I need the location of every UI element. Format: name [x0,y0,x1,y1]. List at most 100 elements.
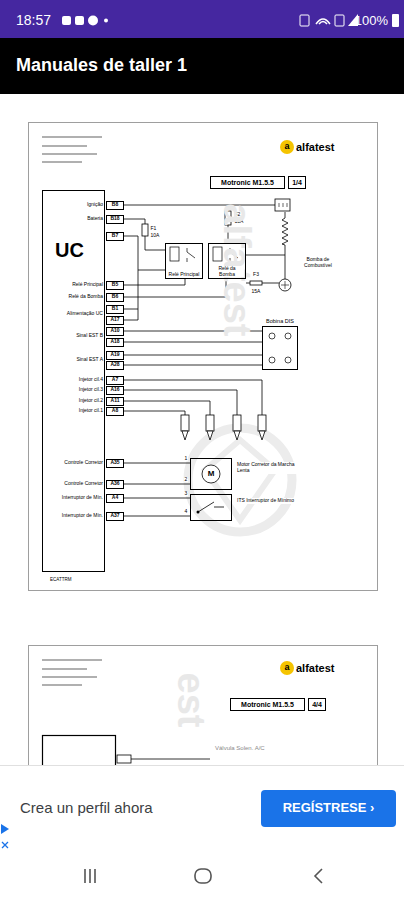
node-text: A28 [110,362,119,368]
logo-mark [280,661,294,675]
node-text: M [208,470,215,479]
injector-nozzle [234,431,240,440]
pin-box: A7 [106,376,124,385]
node-text: A36 [110,481,119,487]
pin-box [117,755,131,763]
signal-name: Injetor cil.3 [79,387,103,393]
coil-terminal [285,357,291,363]
notification-icon [88,16,98,26]
relay-coil [170,247,179,261]
coil-terminal [269,357,275,363]
app-title: Manuales de taller 1 [16,56,187,76]
pin-box: B5 [106,281,124,290]
injector-symbol [233,415,241,431]
injector-nozzle [259,431,265,440]
node-text: A4 [112,495,118,501]
signal-icon [335,15,344,26]
nav-home-icon [195,869,211,883]
nav-back-icon [315,869,322,883]
node-text: B6 [112,294,118,300]
connector-plug [275,199,290,211]
relay-box: Relé da Bomba [208,243,246,279]
node-text: 4/4 [312,701,322,709]
wire [124,484,190,485]
signal-name: Bateria [87,216,103,222]
signal-name: Interruptor de Mín. [62,495,103,501]
pin-box: A19 [106,351,124,360]
injector-symbol [206,415,214,431]
pin-box: A28 [106,361,124,370]
resistor-symbol [282,218,288,245]
header-line [42,684,82,686]
wifi-icon [316,19,330,24]
signal-name: Alimentação UC [67,311,103,317]
node-text: Bobina DIS [249,318,311,324]
power-bus-wire [124,236,165,320]
signal-name: Controle Corretor [64,460,103,466]
status-bar [0,0,404,38]
ad-divider [0,765,404,766]
logo-letter: a [284,663,289,673]
pin-number: 4 [184,509,188,515]
injector-nozzle [182,431,188,440]
pin-number: 3 [184,491,188,497]
model-box: Motronic M1.5.5 [210,176,285,189]
node-text: Relé da Bomba [210,266,244,277]
header-line [42,659,102,661]
status-icon [300,15,309,26]
pump-symbol [279,279,291,291]
pin-box: B6 [106,293,124,302]
pin-box: A4 [106,494,124,503]
app-bar [0,38,404,94]
sheet-number-box: 4/4 [308,698,326,711]
wire [124,342,262,343]
header-line [42,676,97,678]
node-text: Motronic M1.5.5 [221,179,274,187]
node-text: A16 [110,387,119,393]
node-text: B5 [112,282,118,288]
signal-name: Relé da Bomba [69,294,103,300]
battery-level: 100% [355,14,388,28]
idle-motor-box: MMotor Corretor da Marcha Lenta [190,458,232,490]
signal-name: Injetor cil.4 [79,377,103,383]
injector-symbol [258,415,266,431]
wire [124,365,262,366]
node-text: Motronic M1.5.5 [241,701,294,709]
node-text: B7 [112,233,118,239]
signal-name: Interruptor de Mín. [62,513,103,519]
node-text: A18 [110,339,119,345]
node-text: B1 [112,306,118,312]
notification-icon [75,16,84,25]
coil-terminal [269,333,275,339]
ad-close-icon [2,842,8,848]
logo-letter: a [284,142,289,152]
ad-info-icon [1,824,9,834]
pin-box: A10 [106,327,124,336]
node-text: A19 [110,352,119,358]
drawing-code: ECATTRM [50,578,71,583]
node-text: UC [55,239,84,261]
signal-name: Relé Principal [72,282,103,288]
pin-box: B7 [106,232,124,241]
node-text: 1/4 [292,179,302,187]
watermark: est [169,673,211,728]
node-text: A8 [112,408,118,414]
brand-logo: alfatest [296,662,335,674]
wire [124,279,185,285]
signal-name: Ignição [87,202,103,208]
wire [124,355,262,356]
injector-nozzle [207,431,213,440]
nav-recent-icon [85,869,95,883]
pin-box: B8 [106,201,124,210]
node-text: B8 [112,202,118,208]
logo-mark [280,140,294,154]
pin-box: A8 [106,407,124,416]
notification-dot [104,19,108,23]
fuse-rating: 10A [150,233,160,239]
node-text: A7 [112,377,118,383]
node-text: B18 [110,216,119,222]
node-text: A35 [110,460,119,466]
pin-box: A16 [106,386,124,395]
pump-wire [285,255,286,279]
